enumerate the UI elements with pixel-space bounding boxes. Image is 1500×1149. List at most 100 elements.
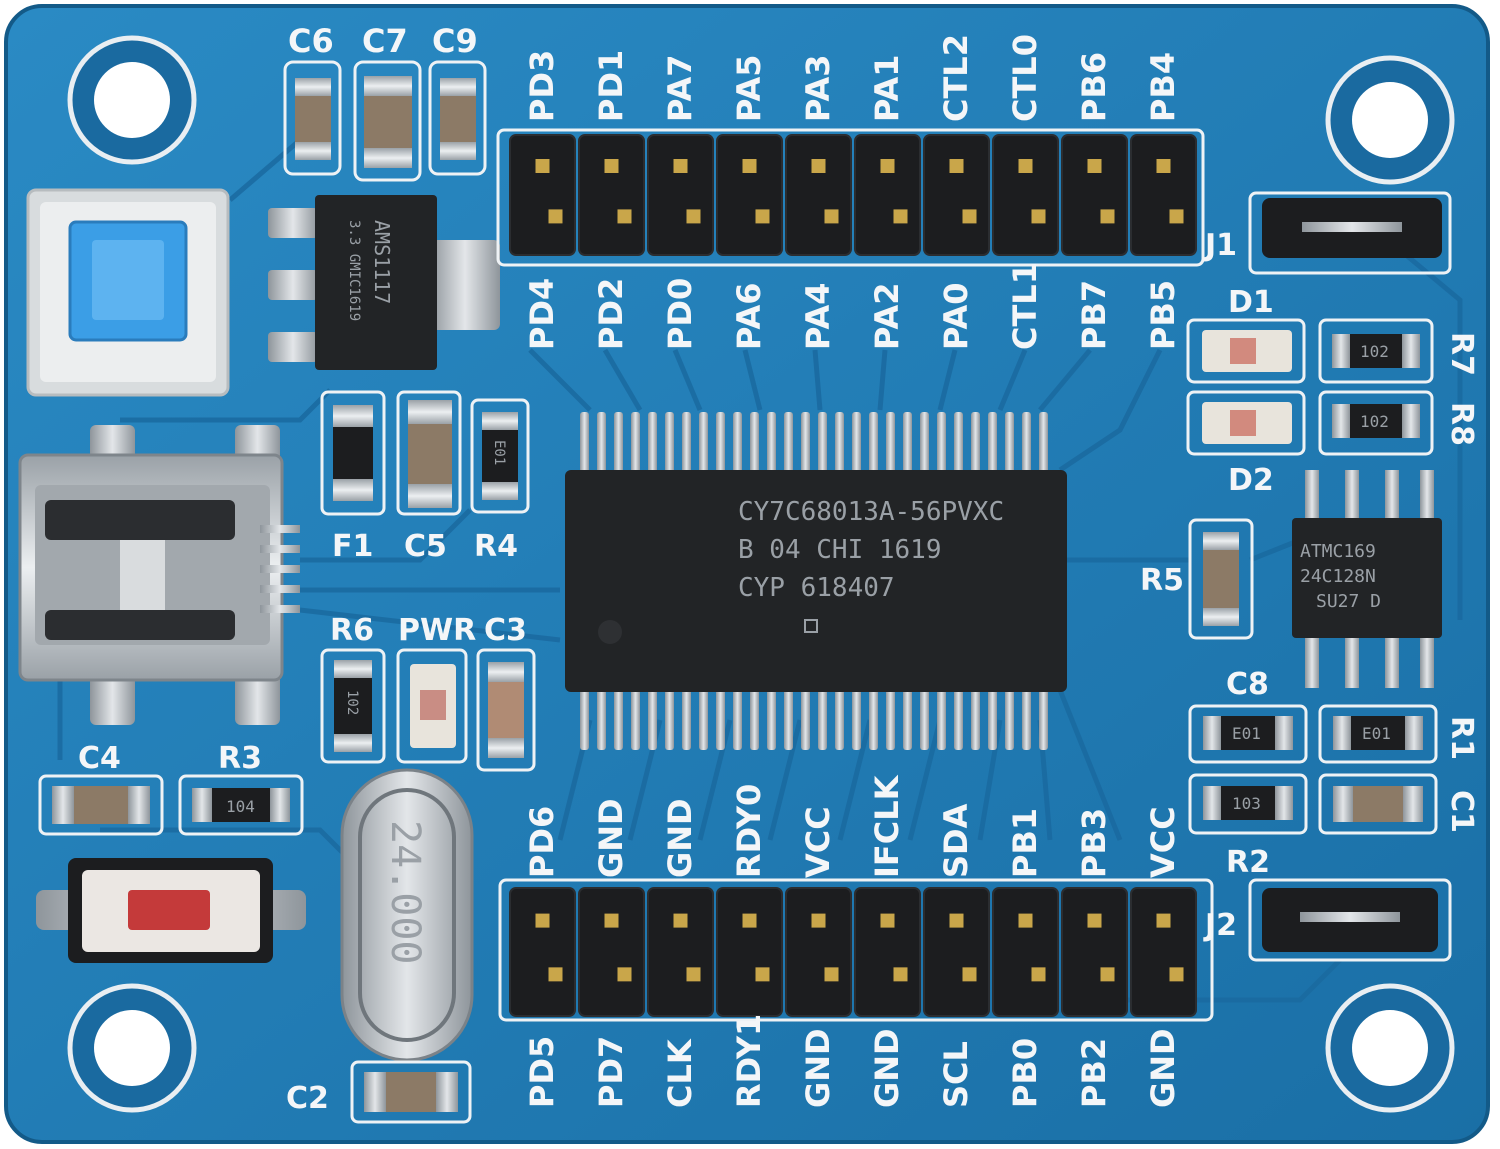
mcu-pin (784, 412, 793, 474)
capacitor-c4 (38, 774, 164, 836)
capacitor-c9 (428, 60, 487, 176)
reset-button-red (36, 858, 306, 963)
mcu-pin (580, 688, 589, 750)
header-j1-pin-pair (923, 134, 990, 256)
header-j2-pin-pair (578, 887, 645, 1017)
pin-label-gnd: GND (799, 1028, 837, 1108)
pin-label-pa2: PA2 (868, 282, 906, 350)
header-j1-pin-pair (578, 134, 645, 256)
label-r4: R4 (474, 529, 518, 564)
pin-label-clk: CLK (661, 1038, 699, 1108)
pin-label-vcc: VCC (799, 806, 837, 878)
mcu-pin (1005, 688, 1014, 750)
mcu-pin (937, 412, 946, 474)
mcu-pin (1039, 688, 1048, 750)
label-c4: C4 (78, 741, 121, 776)
resistor-r2: 103 (1188, 773, 1308, 835)
resistor-r6: 102 (320, 648, 386, 764)
header-j2-name: J2 (1203, 908, 1237, 943)
resistor-r6-code: 102 (344, 690, 360, 715)
mcu-pin (682, 412, 691, 474)
label-c1: C1 (1444, 790, 1479, 833)
pin-label-pa5: PA5 (730, 54, 768, 122)
regulator-text-1: AMS1117 (370, 220, 394, 304)
pin-label-pb5: PB5 (1144, 280, 1182, 350)
mcu-pin (869, 412, 878, 474)
mini-usb-connector (18, 425, 300, 725)
mounting-hole-top-left (67, 35, 197, 165)
mcu-text-3: CYP 618407 (738, 573, 895, 603)
resistor-c8-code: E01 (1232, 724, 1261, 743)
header-j2-pin-pair (1061, 887, 1128, 1017)
pin-label-pa7: PA7 (661, 54, 699, 122)
mcu-pin (818, 412, 827, 474)
pin-label-pb4: PB4 (1144, 52, 1182, 122)
resistor-r5 (1188, 518, 1254, 640)
mcu-pin (716, 412, 725, 474)
mcu-pin (682, 688, 691, 750)
label-r7: R7 (1444, 332, 1479, 376)
capacitor-c7 (353, 60, 422, 182)
pin-label-pd6: PD6 (523, 806, 561, 878)
mcu-pin (801, 412, 810, 474)
label-r5: R5 (1140, 563, 1184, 598)
pin-label-pd0: PD0 (661, 278, 699, 350)
mounting-holes (67, 35, 1455, 1113)
label-r2: R2 (1226, 845, 1270, 880)
crystal-frequency: 24.000 (382, 820, 428, 965)
mcu-pin (835, 412, 844, 474)
pin-label-ctl2: CTL2 (937, 34, 975, 122)
mcu-pin (614, 412, 623, 474)
pin-label-pb0: PB0 (1006, 1038, 1044, 1108)
mounting-hole-top-right (1325, 55, 1455, 185)
mcu-pin (835, 688, 844, 750)
eeprom-text-2: 24C128N (1300, 566, 1376, 587)
pin-label-sda: SDA (937, 803, 975, 878)
mcu-pin (886, 688, 895, 750)
label-r8: R8 (1444, 402, 1479, 446)
label-c9: C9 (432, 22, 478, 60)
header-j1-pin-pair (647, 134, 714, 256)
mcu-pin (920, 412, 929, 474)
header-j2-pin-pair (785, 887, 852, 1017)
pin-label-pb7: PB7 (1075, 280, 1113, 350)
mcu-pin (597, 412, 606, 474)
pin-label-pb2: PB2 (1075, 1038, 1113, 1108)
mcu-text-2: B 04 CHI 1619 (738, 535, 942, 565)
header-j1-pin-pair (1130, 134, 1197, 256)
mcu-chip: CY7C68013A-56PVXC B 04 CHI 1619 CYP 6184… (565, 412, 1067, 750)
mcu-pin (665, 412, 674, 474)
silkscreen-labels: C6 C7 C9 F1 C5 R4 R6 PWR C3 C4 R3 C2 D1 … (78, 22, 1479, 1116)
pin-label-gnd: GND (1144, 1028, 1182, 1108)
header-j2-pin-pair (647, 887, 714, 1017)
pin-label-pb6: PB6 (1075, 52, 1113, 122)
label-c7: C7 (362, 22, 408, 60)
mcu-pin (1022, 688, 1031, 750)
regulator-text-2: 3.3 GMIC1619 (346, 220, 362, 321)
label-c2: C2 (286, 1081, 329, 1116)
mcu-pin (750, 412, 759, 474)
mcu-pin (954, 412, 963, 474)
resistor-r4-code: E01 (491, 440, 507, 465)
mcu-pin (614, 688, 623, 750)
mounting-hole-bottom-left (67, 983, 197, 1113)
header-j2-pin-pair (923, 887, 990, 1017)
capacitor-c5 (396, 390, 462, 516)
label-d1: D1 (1228, 285, 1274, 320)
eeprom-chip: ATMC169 24C128N SU27 D (1292, 470, 1442, 688)
mcu-pin (852, 688, 861, 750)
pin-label-pd1: PD1 (592, 50, 630, 122)
label-c8: C8 (1226, 667, 1269, 702)
led-d2 (1186, 390, 1306, 456)
pin-label-pa1: PA1 (868, 54, 906, 122)
pin-label-pd5: PD5 (523, 1036, 561, 1108)
header-j2-pin-pair (509, 887, 576, 1017)
mcu-pin (937, 688, 946, 750)
pin-header-j2 (498, 878, 1214, 1022)
mounting-hole-bottom-right (1325, 983, 1455, 1113)
pin-label-pb3: PB3 (1075, 808, 1113, 878)
pin-label-gnd: GND (868, 1028, 906, 1108)
push-button-blue (26, 188, 230, 397)
